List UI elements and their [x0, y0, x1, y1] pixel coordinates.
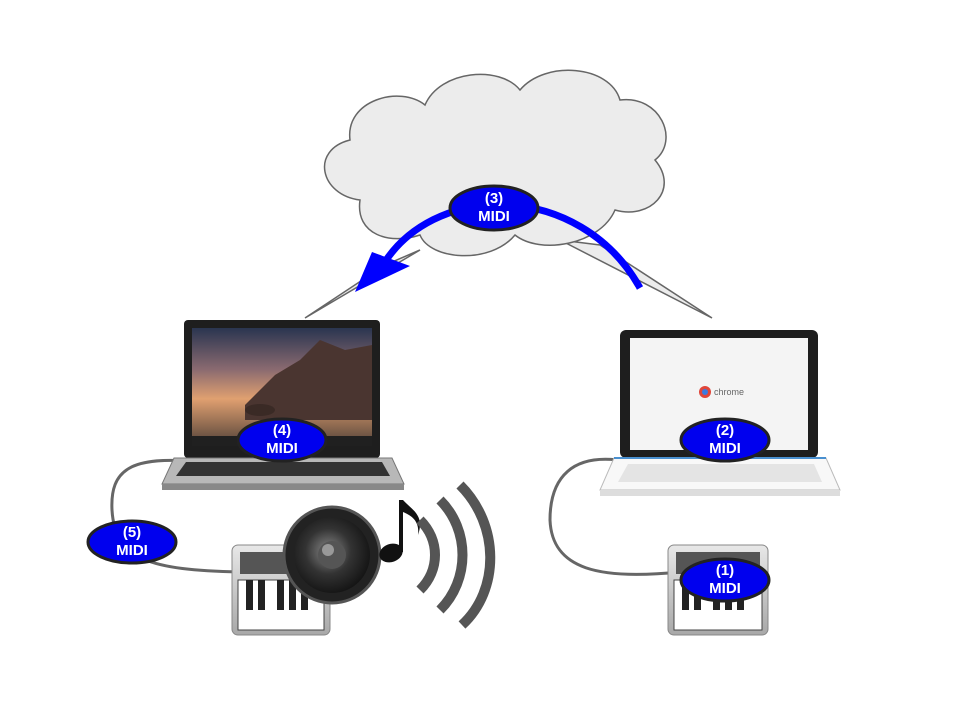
- cable-right: [548, 457, 681, 576]
- label-step-4-text: MIDI: [266, 440, 298, 457]
- chromebook-icon: chrome: [599, 330, 841, 496]
- label-step-3-text: MIDI: [478, 208, 510, 225]
- label-step-3-number: (3): [485, 190, 503, 207]
- sound-waves-icon: [416, 481, 496, 629]
- label-step-5-text: MIDI: [116, 542, 148, 559]
- label-step-2-text: MIDI: [709, 440, 741, 457]
- label-step-2-number: (2): [716, 422, 734, 439]
- speaker-icon: [282, 505, 382, 605]
- label-step-1-number: (1): [716, 562, 734, 579]
- label-step-5-number: (5): [123, 524, 141, 541]
- chrome-logo-text: chrome: [714, 387, 744, 397]
- label-step-4-number: (4): [273, 422, 291, 439]
- label-step-1-text: MIDI: [709, 580, 741, 597]
- cable-left: [110, 458, 241, 574]
- label-step-3: (3) MIDI: [448, 184, 540, 232]
- label-step-4: (4) MIDI: [236, 417, 328, 463]
- laptop-icon: [161, 320, 405, 490]
- label-step-2: (2) MIDI: [679, 417, 771, 463]
- music-note-icon: [379, 500, 420, 563]
- label-step-1: (1) MIDI: [679, 557, 771, 603]
- label-step-5: (5) MIDI: [86, 519, 178, 565]
